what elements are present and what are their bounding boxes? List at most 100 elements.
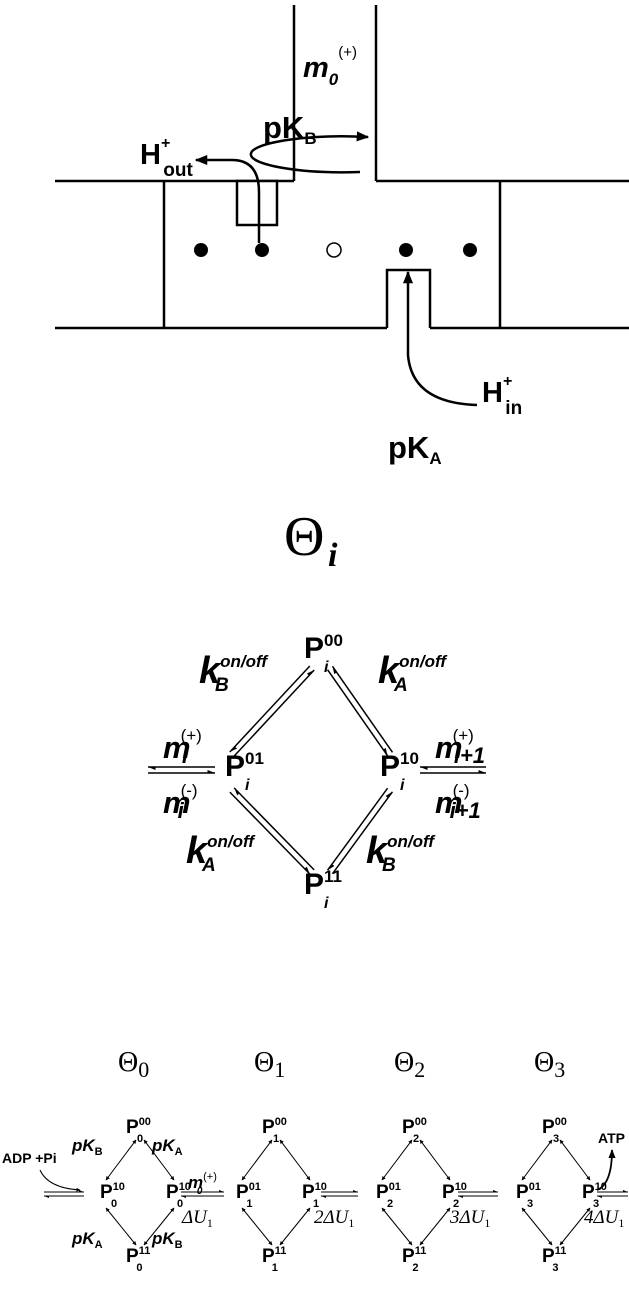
transition-01-11-forward xyxy=(229,791,311,875)
atp-label: ATP xyxy=(598,1130,625,1146)
theta-subscript: i xyxy=(328,537,338,574)
atp-output-arrow xyxy=(596,1149,616,1191)
theta-symbol: Θ xyxy=(284,506,324,568)
state-p-i-10: P10 xyxy=(380,749,419,783)
chain-transitions xyxy=(39,1139,628,1246)
edge-1-top-left xyxy=(241,1139,273,1181)
theta-i-title: Θ i xyxy=(284,506,338,574)
motor-schematic xyxy=(55,5,629,330)
pkb-label: pKB xyxy=(263,110,317,148)
transition-10-11-forward xyxy=(326,787,389,871)
theta-i-transitions xyxy=(148,665,486,875)
edge-2-top-left xyxy=(381,1139,413,1181)
pka-top-right: pKA xyxy=(151,1136,183,1158)
rotation-arrow xyxy=(249,131,370,174)
pkb-top-left: pKB xyxy=(71,1136,103,1158)
delta-u-4: 4ΔU1 xyxy=(584,1207,624,1230)
rate-m-i-plus: m(+)i xyxy=(163,726,202,768)
entry-channel xyxy=(385,268,432,328)
rate-m0-plus: m(+)0 xyxy=(188,1171,217,1197)
state-p-i-01: P01 xyxy=(225,749,264,783)
edge-3-bottom-right xyxy=(559,1207,591,1246)
pkb-bottom-right: pKB xyxy=(151,1229,183,1251)
transition-10-11-backward xyxy=(331,791,394,875)
rotor-sites xyxy=(194,242,477,258)
pka-label: pKA xyxy=(388,430,442,468)
edge-1-top-right xyxy=(279,1139,311,1181)
theta-1-label: Θ1 xyxy=(254,1047,285,1082)
edge-0-bottom-left xyxy=(105,1207,137,1246)
edge-3-bottom-left xyxy=(521,1207,553,1246)
theta-2-label: Θ2 xyxy=(394,1047,425,1082)
transition-01-11-backward xyxy=(233,787,315,871)
adp-input-arrow xyxy=(39,1169,81,1192)
edge-0-bottom-right xyxy=(143,1207,175,1246)
state-p-i-11-index: i xyxy=(324,895,329,912)
edge-3-top-right xyxy=(559,1139,591,1181)
site-1 xyxy=(194,243,208,257)
edge-0-top-right xyxy=(143,1139,175,1181)
transition-00-01-backward xyxy=(233,669,315,757)
edge-2-bottom-left xyxy=(381,1207,413,1246)
transition-00-01-forward xyxy=(229,665,311,753)
rate-m-i1-minus: m(-)i+1 xyxy=(435,781,481,823)
edge-1-bottom-right xyxy=(279,1207,311,1246)
site-4 xyxy=(463,243,477,257)
h-out-label: H+out xyxy=(140,135,194,181)
theta-0-label: Θ0 xyxy=(118,1047,149,1082)
site-empty xyxy=(326,242,342,258)
state-p-i-01-index: i xyxy=(245,777,250,794)
state-p-i-00-index: i xyxy=(324,659,329,676)
rate-m-i-minus: m(-)i xyxy=(163,781,198,823)
delta-u-2: 2ΔU1 xyxy=(314,1207,354,1230)
adp-pi-label: ADP +Pi xyxy=(2,1150,57,1166)
rate-m-i1-plus: m(+)i+1 xyxy=(435,726,485,768)
edge-0-top-left xyxy=(105,1139,137,1181)
edge-1-bottom-left xyxy=(241,1207,273,1246)
edge-2-bottom-right xyxy=(419,1207,451,1246)
delta-u-1: ΔU1 xyxy=(181,1207,213,1230)
proton-exit-arrow xyxy=(194,155,261,243)
rotation-rate-label: m0(+) xyxy=(303,44,357,89)
state-p-i-00: P00 xyxy=(304,631,343,665)
proton-entry-arrow xyxy=(403,270,478,407)
pka-bottom-left: pKA xyxy=(71,1229,103,1251)
site-3 xyxy=(399,243,413,257)
edge-2-top-right xyxy=(419,1139,451,1181)
transition-00-10-forward xyxy=(326,669,389,757)
theta-3-label: Θ3 xyxy=(534,1047,565,1082)
edge-3-top-left xyxy=(521,1139,553,1181)
h-in-label: H+in xyxy=(482,373,522,419)
state-p-i-10-index: i xyxy=(400,777,405,794)
exit-channel xyxy=(235,179,279,227)
site-2 xyxy=(255,243,269,257)
delta-u-3: 3ΔU1 xyxy=(449,1207,490,1230)
transition-00-10-backward xyxy=(331,665,394,753)
state-p-i-11: P11 xyxy=(304,867,342,901)
